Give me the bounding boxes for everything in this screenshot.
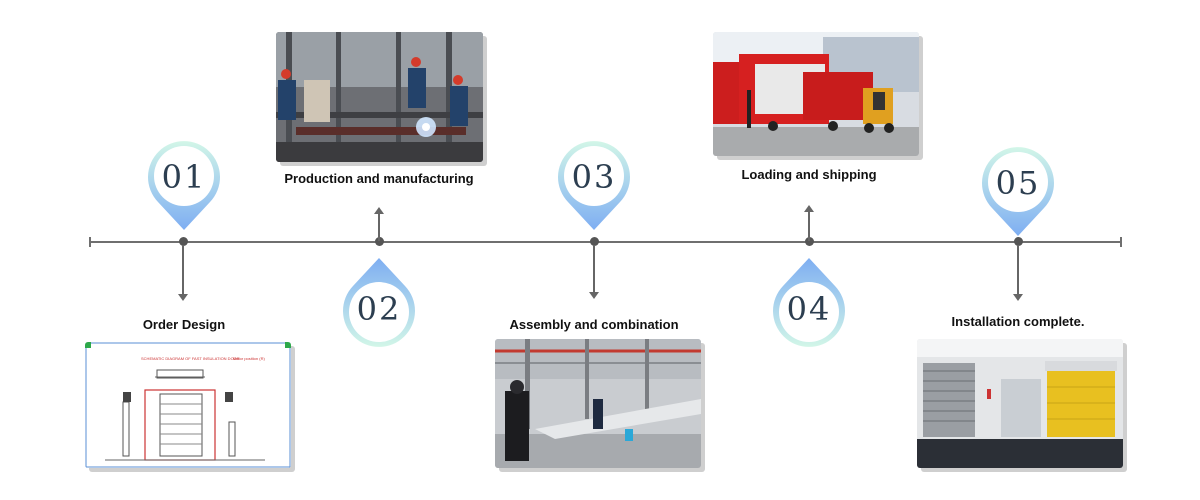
stem-5 (1017, 245, 1019, 295)
stem-1 (182, 245, 184, 295)
assembly-photo (495, 339, 701, 468)
step-label-installation: Installation complete. (951, 314, 1085, 329)
arrow-up-icon (804, 205, 814, 212)
timeline-end-tick (1120, 237, 1122, 247)
drawing-heading: SCHEMATIC DIAGRAM OF FAST INSULATION DOO… (141, 356, 240, 361)
step-label-assembly: Assembly and combination (509, 317, 679, 332)
arrow-down-icon (589, 292, 599, 299)
timeline-node-4 (804, 237, 814, 246)
production-photo (276, 32, 483, 162)
arrow-down-icon (1013, 294, 1023, 301)
stem-3 (593, 245, 595, 293)
pin-marker-04 (773, 258, 845, 347)
arrow-up-icon (374, 207, 384, 214)
pin-marker-03 (558, 141, 630, 230)
arrow-down-icon (178, 294, 188, 301)
timeline-node-3 (589, 237, 599, 246)
timeline-axis (90, 241, 1122, 243)
step-label-production: Production and manufacturing (284, 171, 474, 186)
timeline-node-1 (178, 237, 188, 246)
pin-marker-05 (982, 147, 1054, 236)
pin-marker-02 (343, 258, 415, 347)
step-number-03: 03 (571, 158, 617, 196)
stem-4 (808, 211, 810, 241)
step-number-01: 01 (161, 158, 207, 196)
step-number-04: 04 (786, 290, 832, 328)
step-label-order-design: Order Design (142, 317, 226, 332)
timeline-start-tick (89, 237, 91, 247)
timeline-node-2 (374, 237, 384, 246)
pin-marker-01 (148, 141, 220, 230)
step-number-05: 05 (995, 164, 1041, 202)
installation-photo (917, 339, 1123, 468)
shipping-photo (713, 32, 919, 156)
drawing-note: Motor position (R) (233, 356, 265, 361)
step-number-02: 02 (356, 290, 402, 328)
order-design-drawing: SCHEMATIC DIAGRAM OF FAST INSULATION DOO… (85, 342, 291, 468)
timeline-node-5 (1013, 237, 1023, 246)
step-label-shipping: Loading and shipping (741, 167, 877, 182)
stem-2 (378, 213, 380, 241)
